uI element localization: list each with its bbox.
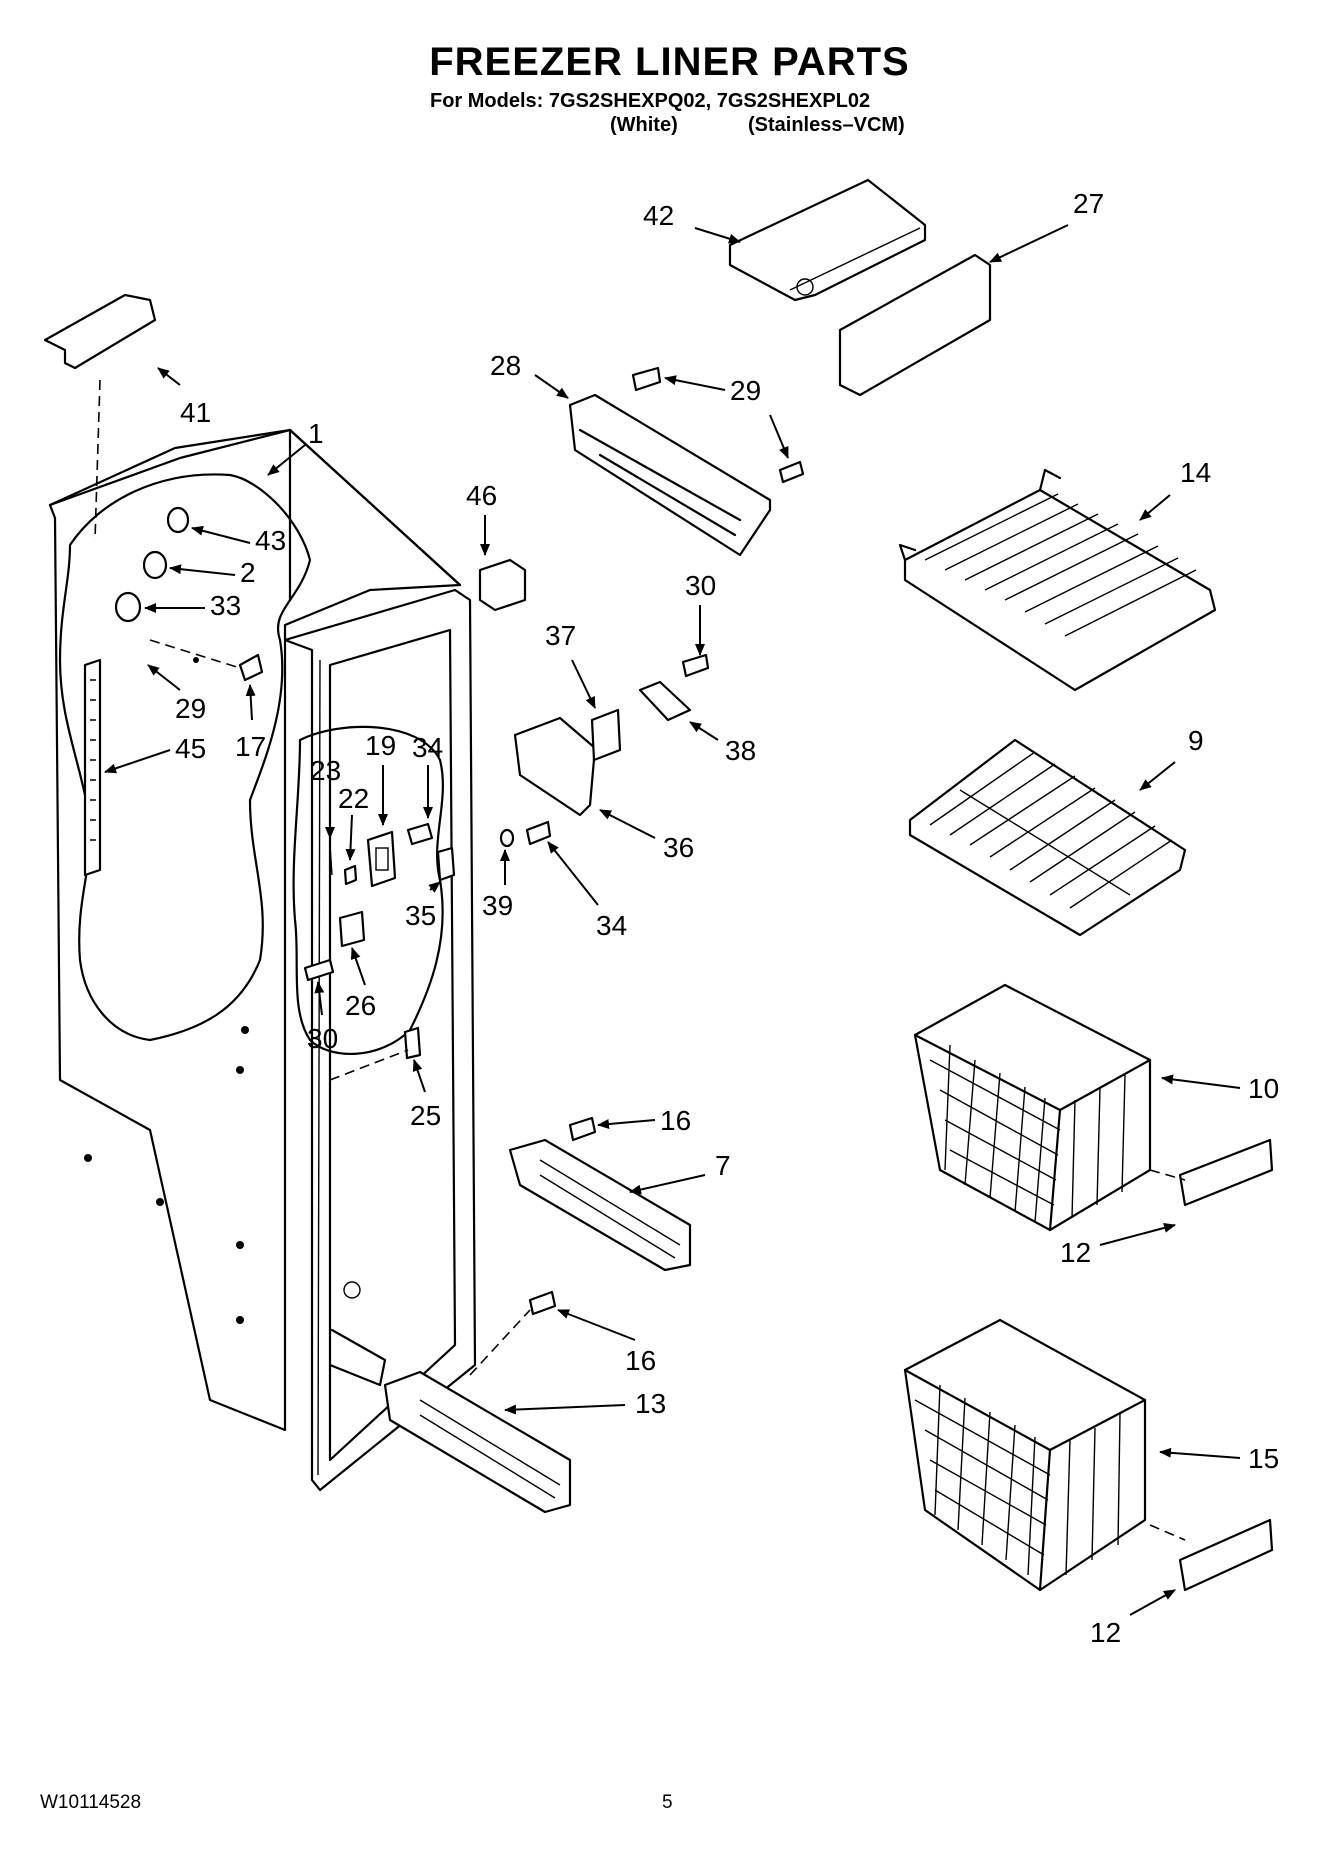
page-number: 5 [662,1792,673,1813]
part-14-shelf [898,468,1217,692]
callout-22: 22 [338,783,369,814]
part-38-bracket [638,680,692,722]
callout-39: 39 [482,890,513,921]
callout-30-left: 30 [307,1023,338,1054]
models-line: For Models: 7GS2SHEXPQ02, 7GS2SHEXPL02 [430,90,871,112]
part-13-rail [383,1290,572,1514]
part-42-hinge-cover [728,178,927,302]
part-10-basket [913,983,1152,1232]
callout-9: 9 [1188,725,1204,756]
callout-37: 37 [545,620,576,651]
callout-45: 45 [175,733,206,764]
callout-30-right: 30 [685,570,716,601]
part-41-bracket [43,293,157,370]
callout-10: 10 [1248,1073,1279,1104]
part-28-duct-housing [568,393,772,557]
part-36-control-housing [513,716,597,817]
callout-12-upper: 12 [1060,1237,1091,1268]
variant-stainless: (Stainless–VCM) [748,114,905,136]
callout-7: 7 [715,1150,731,1181]
callout-26: 26 [345,990,376,1021]
callout-42: 42 [643,200,674,231]
callout-27: 27 [1073,188,1104,219]
callout-28: 28 [490,350,521,381]
part-46-clip [478,558,527,612]
callout-2: 2 [240,557,256,588]
document-number: W10114528 [40,1792,142,1813]
part-7-rail [508,1116,692,1272]
callout-13: 13 [635,1388,666,1419]
callout-15: 15 [1248,1443,1279,1474]
variant-white: (White) [610,114,678,136]
callout-43: 43 [255,525,286,556]
callout-34-lower: 34 [596,910,627,941]
callout-35: 35 [405,900,436,931]
callout-29-left: 29 [175,693,206,724]
page-title: FREEZER LINER PARTS [429,40,910,84]
callout-33: 33 [210,590,241,621]
part-41-guide [94,379,101,541]
part-12-trim-a [1178,1138,1274,1207]
callout-19: 19 [365,730,396,761]
callout-14: 14 [1180,457,1211,488]
callout-34-upper: 34 [412,732,443,763]
part-12-trim-b [1178,1518,1274,1592]
freezer-liner-cabinet [48,428,477,1492]
callout-41: 41 [180,397,211,428]
callout-36: 36 [663,832,694,863]
callout-29-top: 29 [730,375,761,406]
callout-16-lower: 16 [625,1345,656,1376]
part-15-basket [903,1318,1147,1592]
callout-25: 25 [410,1100,441,1131]
callout-16-upper: 16 [660,1105,691,1136]
callout-38: 38 [725,735,756,766]
part-9-shelf [908,738,1187,937]
callout-17: 17 [235,731,266,762]
callout-23: 23 [310,755,341,786]
callout-12-lower: 12 [1090,1617,1121,1648]
part-27-panel [838,253,992,397]
callout-1: 1 [308,418,324,449]
callout-46: 46 [466,480,497,511]
